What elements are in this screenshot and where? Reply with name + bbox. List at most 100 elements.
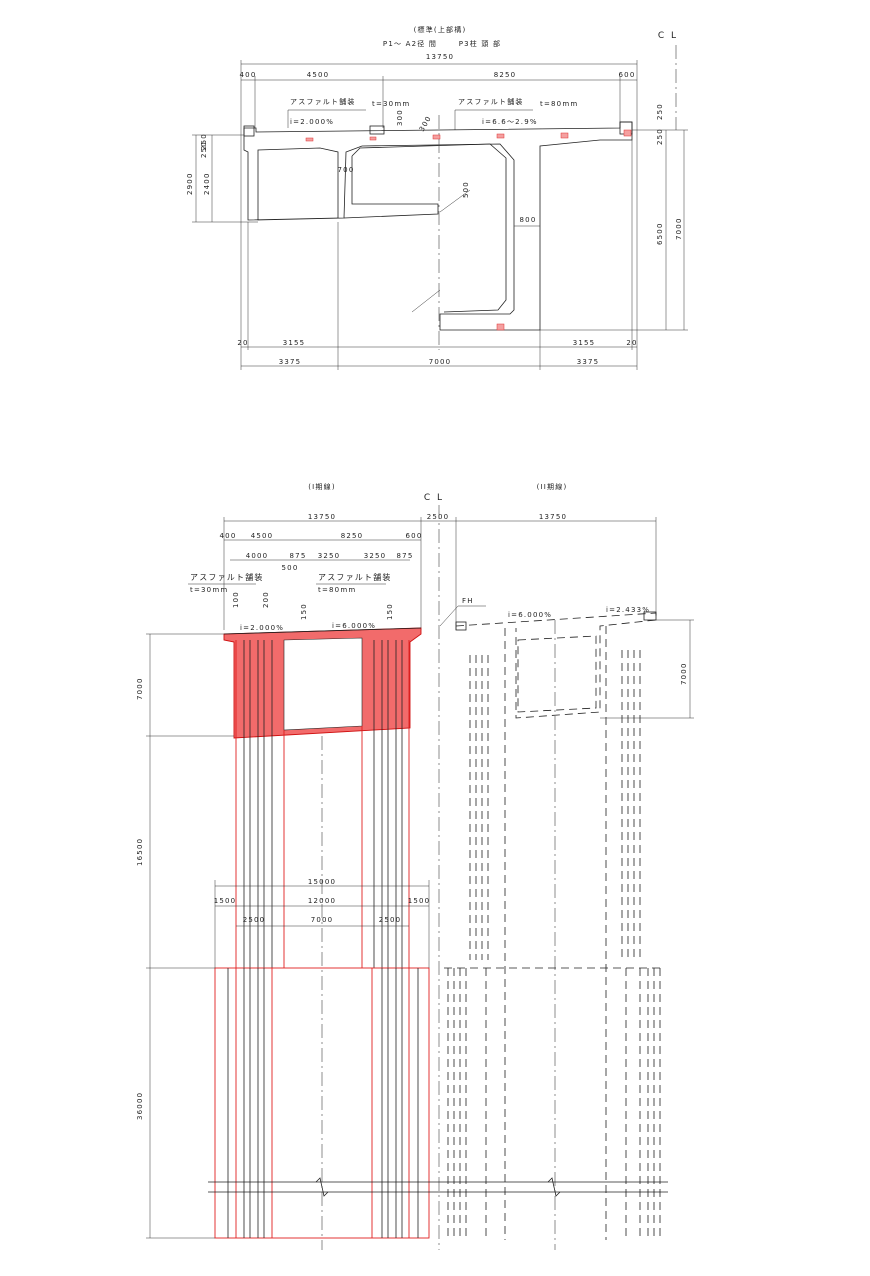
top-dim-overall: 13750 — [426, 53, 454, 61]
b-slope-d: i=2.433% — [606, 606, 650, 614]
b-row1-8250: 8250 — [341, 532, 364, 540]
top-dim-800: 800 — [520, 216, 537, 224]
b-pier1-lines — [235, 640, 410, 968]
b-break-lines — [208, 1177, 668, 1197]
top-slope-left: i=2.000% — [290, 118, 334, 126]
b-left-dim-7000: 7000 — [136, 677, 144, 700]
b-row2-875a: 875 — [290, 552, 307, 560]
b-pier-12000: 12000 — [308, 897, 336, 905]
top-dim-500-leader — [439, 189, 471, 213]
top-right-dim-250a: 250 — [656, 103, 664, 120]
top-dim-500: 500 — [462, 181, 470, 198]
b-row2-3250b: 3250 — [364, 552, 387, 560]
top-hatch-4 — [496, 133, 505, 139]
top-right-dim-7000: 7000 — [675, 217, 683, 240]
b-pier-2500-r: 2500 — [379, 916, 402, 924]
b-row2-4000: 4000 — [246, 552, 269, 560]
b-pier-15000: 15000 — [308, 878, 336, 886]
b-row2-3250a: 3250 — [318, 552, 341, 560]
b-footing-lines — [227, 968, 419, 1238]
b-paving-right-t: t=80mm — [318, 586, 356, 594]
b-right-dim-7000: 7000 — [680, 662, 688, 685]
top-paving-right: アスファルト舗装 — [458, 97, 524, 106]
top-hatch-3 — [432, 134, 441, 140]
top-box-inner-2 — [343, 156, 439, 219]
top-deck-outline — [243, 121, 633, 331]
top-bottom-dim-3375a: 3375 — [279, 358, 302, 366]
top-bottom-dim-20b: 20 — [626, 339, 637, 347]
b-footing-phase1 — [214, 967, 430, 1239]
label-phase-2: (II期線) — [537, 482, 568, 491]
bottom-section: (I期線) (II期線) C L 13750 2500 13750 400 45… — [136, 482, 694, 1250]
b-dim-150a: 150 — [300, 603, 308, 620]
b-dim-150b: 150 — [386, 603, 394, 620]
b-slope-b: i=6.000% — [332, 622, 376, 630]
b-paving-left-t: t=30mm — [190, 586, 228, 594]
top-subtitle-left: P1～ A2径 間 — [383, 39, 437, 48]
top-dim-4500: 4500 — [307, 71, 330, 79]
top-hatch-7 — [496, 323, 505, 331]
b-dim-100: 100 — [232, 591, 240, 608]
top-right-dim-250b: 250 — [656, 128, 664, 145]
top-parapet-mid — [369, 125, 385, 135]
b-fh-leader — [439, 605, 486, 627]
b-row2-875b: 875 — [397, 552, 414, 560]
top-bottom-dim-3375b: 3375 — [577, 358, 600, 366]
b-dim-200: 200 — [262, 591, 270, 608]
b-girder-void — [283, 637, 363, 731]
top-bottom-dim-3155b: 3155 — [573, 339, 596, 347]
top-dim-8250: 8250 — [494, 71, 517, 79]
b-pier-2500-l: 2500 — [243, 916, 266, 924]
b-left-dim-16500: 16500 — [136, 838, 144, 866]
top-right-dim-6500: 6500 — [656, 222, 664, 245]
b-dim-500: 500 — [282, 564, 299, 572]
top-dim-600: 600 — [619, 71, 636, 79]
b-fh-label: FH — [462, 597, 474, 605]
top-box-void — [351, 143, 507, 313]
top-dim-700: 700 — [338, 166, 355, 174]
b-parapet2-l — [455, 621, 467, 631]
top-hatch-2 — [369, 136, 377, 141]
b-slope-c: i=6.000% — [508, 611, 552, 619]
b-paving-left: アスファルト舗装 — [190, 572, 264, 582]
top-paving-left-t: t=30mm — [372, 100, 410, 108]
top-hatch-6 — [623, 129, 632, 137]
top-parapet-left — [243, 125, 255, 137]
top-dim-300-a: 300 — [396, 109, 404, 126]
top-cl-label: C L — [658, 31, 678, 41]
top-left-dim-2400: 2400 — [203, 172, 211, 195]
top-hatch-1 — [305, 137, 314, 142]
b-parapet2-r — [643, 611, 657, 621]
top-left-dim-2900: 2900 — [186, 172, 194, 195]
b-girder-top — [223, 627, 422, 635]
bottom-cl-label: C L — [424, 493, 444, 503]
top-left-dim-250a: 250 — [200, 133, 208, 150]
top-hatch-5 — [560, 132, 569, 139]
b-girder2-void — [517, 635, 597, 713]
top-section: (標準(上部構) P1～ A2径 間 P3柱 頭 部 C L 13750 400… — [186, 25, 688, 370]
top-bottom-dim-7000: 7000 — [429, 358, 452, 366]
b-gap: 2500 — [427, 513, 450, 521]
top-bottom-dim-20a: 20 — [237, 339, 248, 347]
top-paving-left: アスファルト舗装 — [290, 97, 356, 106]
b-row1-4500: 4500 — [251, 532, 274, 540]
b-pier-1500-l: 1500 — [214, 897, 237, 905]
top-title: (標準(上部構) — [414, 25, 467, 34]
b-pier-7000: 7000 — [311, 916, 334, 924]
top-subtitle-right: P3柱 頭 部 — [459, 39, 502, 48]
b-width-right: 13750 — [539, 513, 567, 521]
label-phase-1: (I期線) — [308, 482, 336, 491]
top-paving-right-t: t=80mm — [540, 100, 578, 108]
top-bottom-dim-3155a: 3155 — [283, 339, 306, 347]
b-pier2-lines — [444, 626, 664, 1240]
b-row1-600: 600 — [406, 532, 423, 540]
b-left-dim-36000: 36000 — [136, 1092, 144, 1120]
b-girder-phase2 — [455, 612, 657, 719]
top-left-dim-250b: 250 — [200, 141, 208, 158]
top-dim-400: 400 — [240, 71, 257, 79]
b-pier-1500-r: 1500 — [408, 897, 431, 905]
b-width-left: 13750 — [308, 513, 336, 521]
b-row1-400: 400 — [220, 532, 237, 540]
b-slope-a: i=2.000% — [240, 624, 284, 632]
